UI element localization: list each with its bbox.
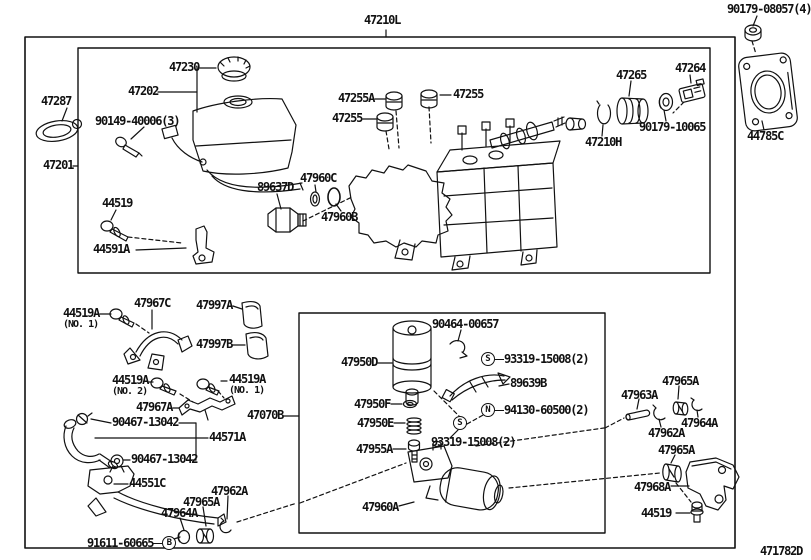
- actuator-sub-assembly-box: [298, 312, 606, 534]
- part-47202-reservoir-tank-drawing: [192, 95, 304, 193]
- part-47264-connector-drawing: [678, 78, 706, 103]
- assembly-dashed-lines: [127, 40, 757, 523]
- part-47960B-o-ring-drawing: [327, 187, 341, 207]
- part-47960C-washer-drawing: [309, 191, 321, 207]
- part-47210H-snap-ring-drawing: [596, 100, 612, 125]
- part-47962A-clip-bl-drawing: [219, 517, 232, 534]
- part-47965A-spool-r-drawing: [672, 401, 689, 416]
- part-44785C-gasket-plate-drawing: [738, 52, 798, 132]
- part-47950F-o-ring-drawing: [402, 399, 418, 409]
- part-47964A-grommet-bl-drawing: [177, 529, 191, 545]
- part-44519A-no2-bolt-drawing: [150, 377, 177, 396]
- part-47255-grommets-drawing: [376, 89, 438, 132]
- part-89639B-wire-drawing: [441, 372, 511, 403]
- part-47997B-clip-drawing: [245, 332, 269, 360]
- part-44551C-bracket-drawing: [87, 465, 227, 527]
- part-90467-13042-clamp-upper-drawing: [75, 412, 93, 426]
- part-44519A-no1-bolt-a-drawing: [109, 308, 135, 328]
- part-47950D-accumulator-drawing: [392, 320, 432, 406]
- part-47965A-spool-r2-drawing: [662, 463, 682, 483]
- part-44519-bolt-br-drawing: [690, 501, 704, 523]
- part-44571A-hose-drawing: [63, 419, 119, 470]
- part-44519-bolt-top-drawing: [100, 220, 129, 242]
- part-44591A-bracket-drawing: [192, 225, 215, 265]
- part-90179-08057-nut-drawing: [744, 24, 762, 42]
- part-90464-00657-clamp-drawing: [449, 340, 468, 359]
- part-47962A-clip-r-drawing: [652, 404, 666, 421]
- part-44519A-no1-bolt-b-drawing: [196, 378, 220, 396]
- part-89637D-sensor-drawing: [267, 207, 307, 233]
- master-cylinder-assembly-box: [77, 47, 711, 274]
- part-47230-reservoir-cap-drawing: [217, 56, 251, 82]
- part-reservoir-level-switch-drawing: [161, 124, 207, 166]
- part-47997A-clip-drawing: [241, 300, 263, 329]
- part-47964A-clip-r-drawing: [690, 397, 703, 412]
- part-47265-boot-drawing: [616, 97, 649, 125]
- part-47960A-pump-drawing: [407, 440, 504, 511]
- part-47968A-bracket-drawing: [685, 457, 740, 511]
- outer-border: [24, 36, 736, 549]
- part-47963A-pin-drawing: [625, 409, 651, 421]
- part-47287-gasket-drawing: [35, 118, 83, 143]
- part-47965A-spool-bl-drawing: [195, 528, 215, 544]
- part-master-cylinder-actuator-block-drawing: [348, 118, 561, 271]
- part-47967A-bracket-drawing: [178, 395, 236, 421]
- part-90179-10065-grommet-drawing: [658, 92, 674, 112]
- part-47210H-push-rod-drawing: [489, 116, 587, 150]
- part-47950E-spring-drawing: [406, 417, 422, 435]
- part-90467-13042-clamp-lower-drawing: [109, 454, 125, 473]
- part-90149-40006-bolt-drawing: [115, 136, 143, 158]
- part-47967C-clamp-drawing: [123, 331, 193, 371]
